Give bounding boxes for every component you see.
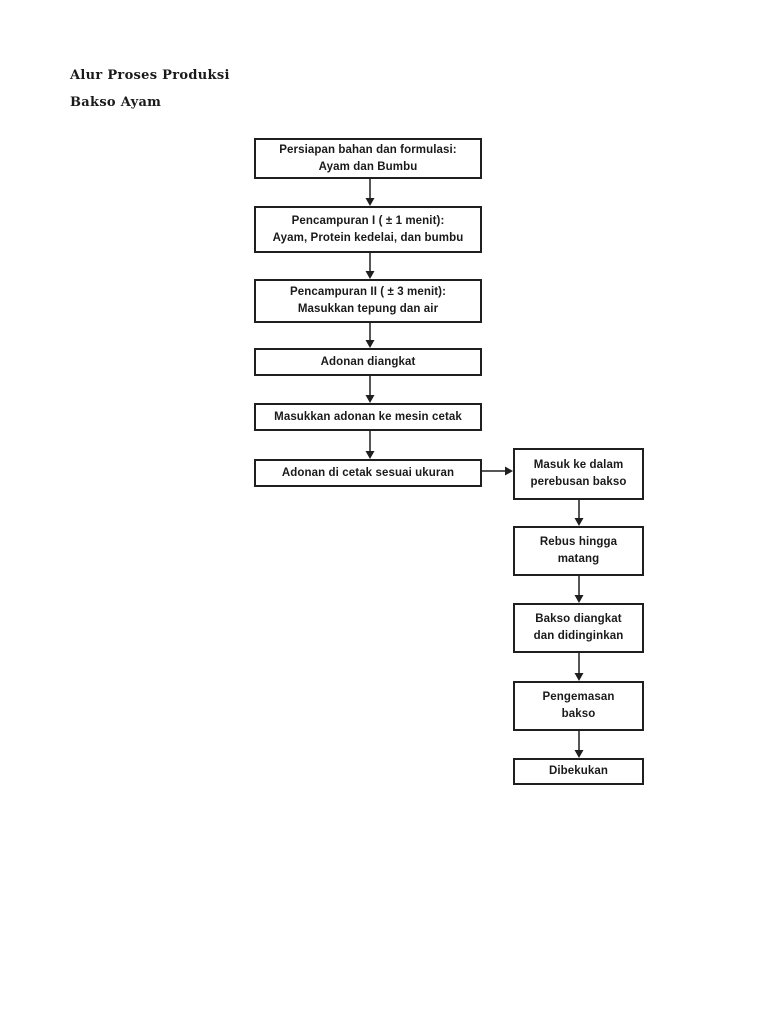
arrow-persiapan-to-pencampuran1	[365, 179, 375, 206]
arrow-pencampuran2-to-adonan-diangkat	[365, 323, 375, 348]
arrow-perebusan-to-rebus	[574, 500, 584, 526]
arrow-didinginkan-to-pengemasan	[574, 653, 584, 681]
flow-node-persiapan-bahan: Persiapan bahan dan formulasi: Ayam dan …	[254, 138, 482, 179]
arrow-adonan-dicetak-to-perebusan	[482, 466, 513, 476]
flow-node-rebus-hingga-matang: Rebus hingga matang	[513, 526, 644, 576]
flow-node-pencampuran-2: Pencampuran II ( ± 3 menit): Masukkan te…	[254, 279, 482, 323]
flow-node-dibekukan: Dibekukan	[513, 758, 644, 785]
page-subtitle: Bakso Ayam	[70, 95, 162, 110]
arrow-pengemasan-to-dibekukan	[574, 731, 584, 758]
flow-node-perebusan-bakso: Masuk ke dalam perebusan bakso	[513, 448, 644, 500]
flow-node-pencampuran-1: Pencampuran I ( ± 1 menit): Ayam, Protei…	[254, 206, 482, 253]
arrow-masukkan-adonan-to-adonan-dicetak	[365, 431, 375, 459]
flow-node-pengemasan-bakso: Pengemasan bakso	[513, 681, 644, 731]
arrow-pencampuran1-to-pencampuran2	[365, 253, 375, 279]
flow-node-bakso-didinginkan: Bakso diangkat dan didinginkan	[513, 603, 644, 653]
page-title: Alur Proses Produksi	[70, 68, 230, 83]
flow-node-adonan-diangkat: Adonan diangkat	[254, 348, 482, 376]
arrow-rebus-to-didinginkan	[574, 576, 584, 603]
flow-node-masukkan-adonan: Masukkan adonan ke mesin cetak	[254, 403, 482, 431]
flow-node-adonan-dicetak: Adonan di cetak sesuai ukuran	[254, 459, 482, 487]
arrow-adonan-diangkat-to-masukkan-adonan	[365, 376, 375, 403]
